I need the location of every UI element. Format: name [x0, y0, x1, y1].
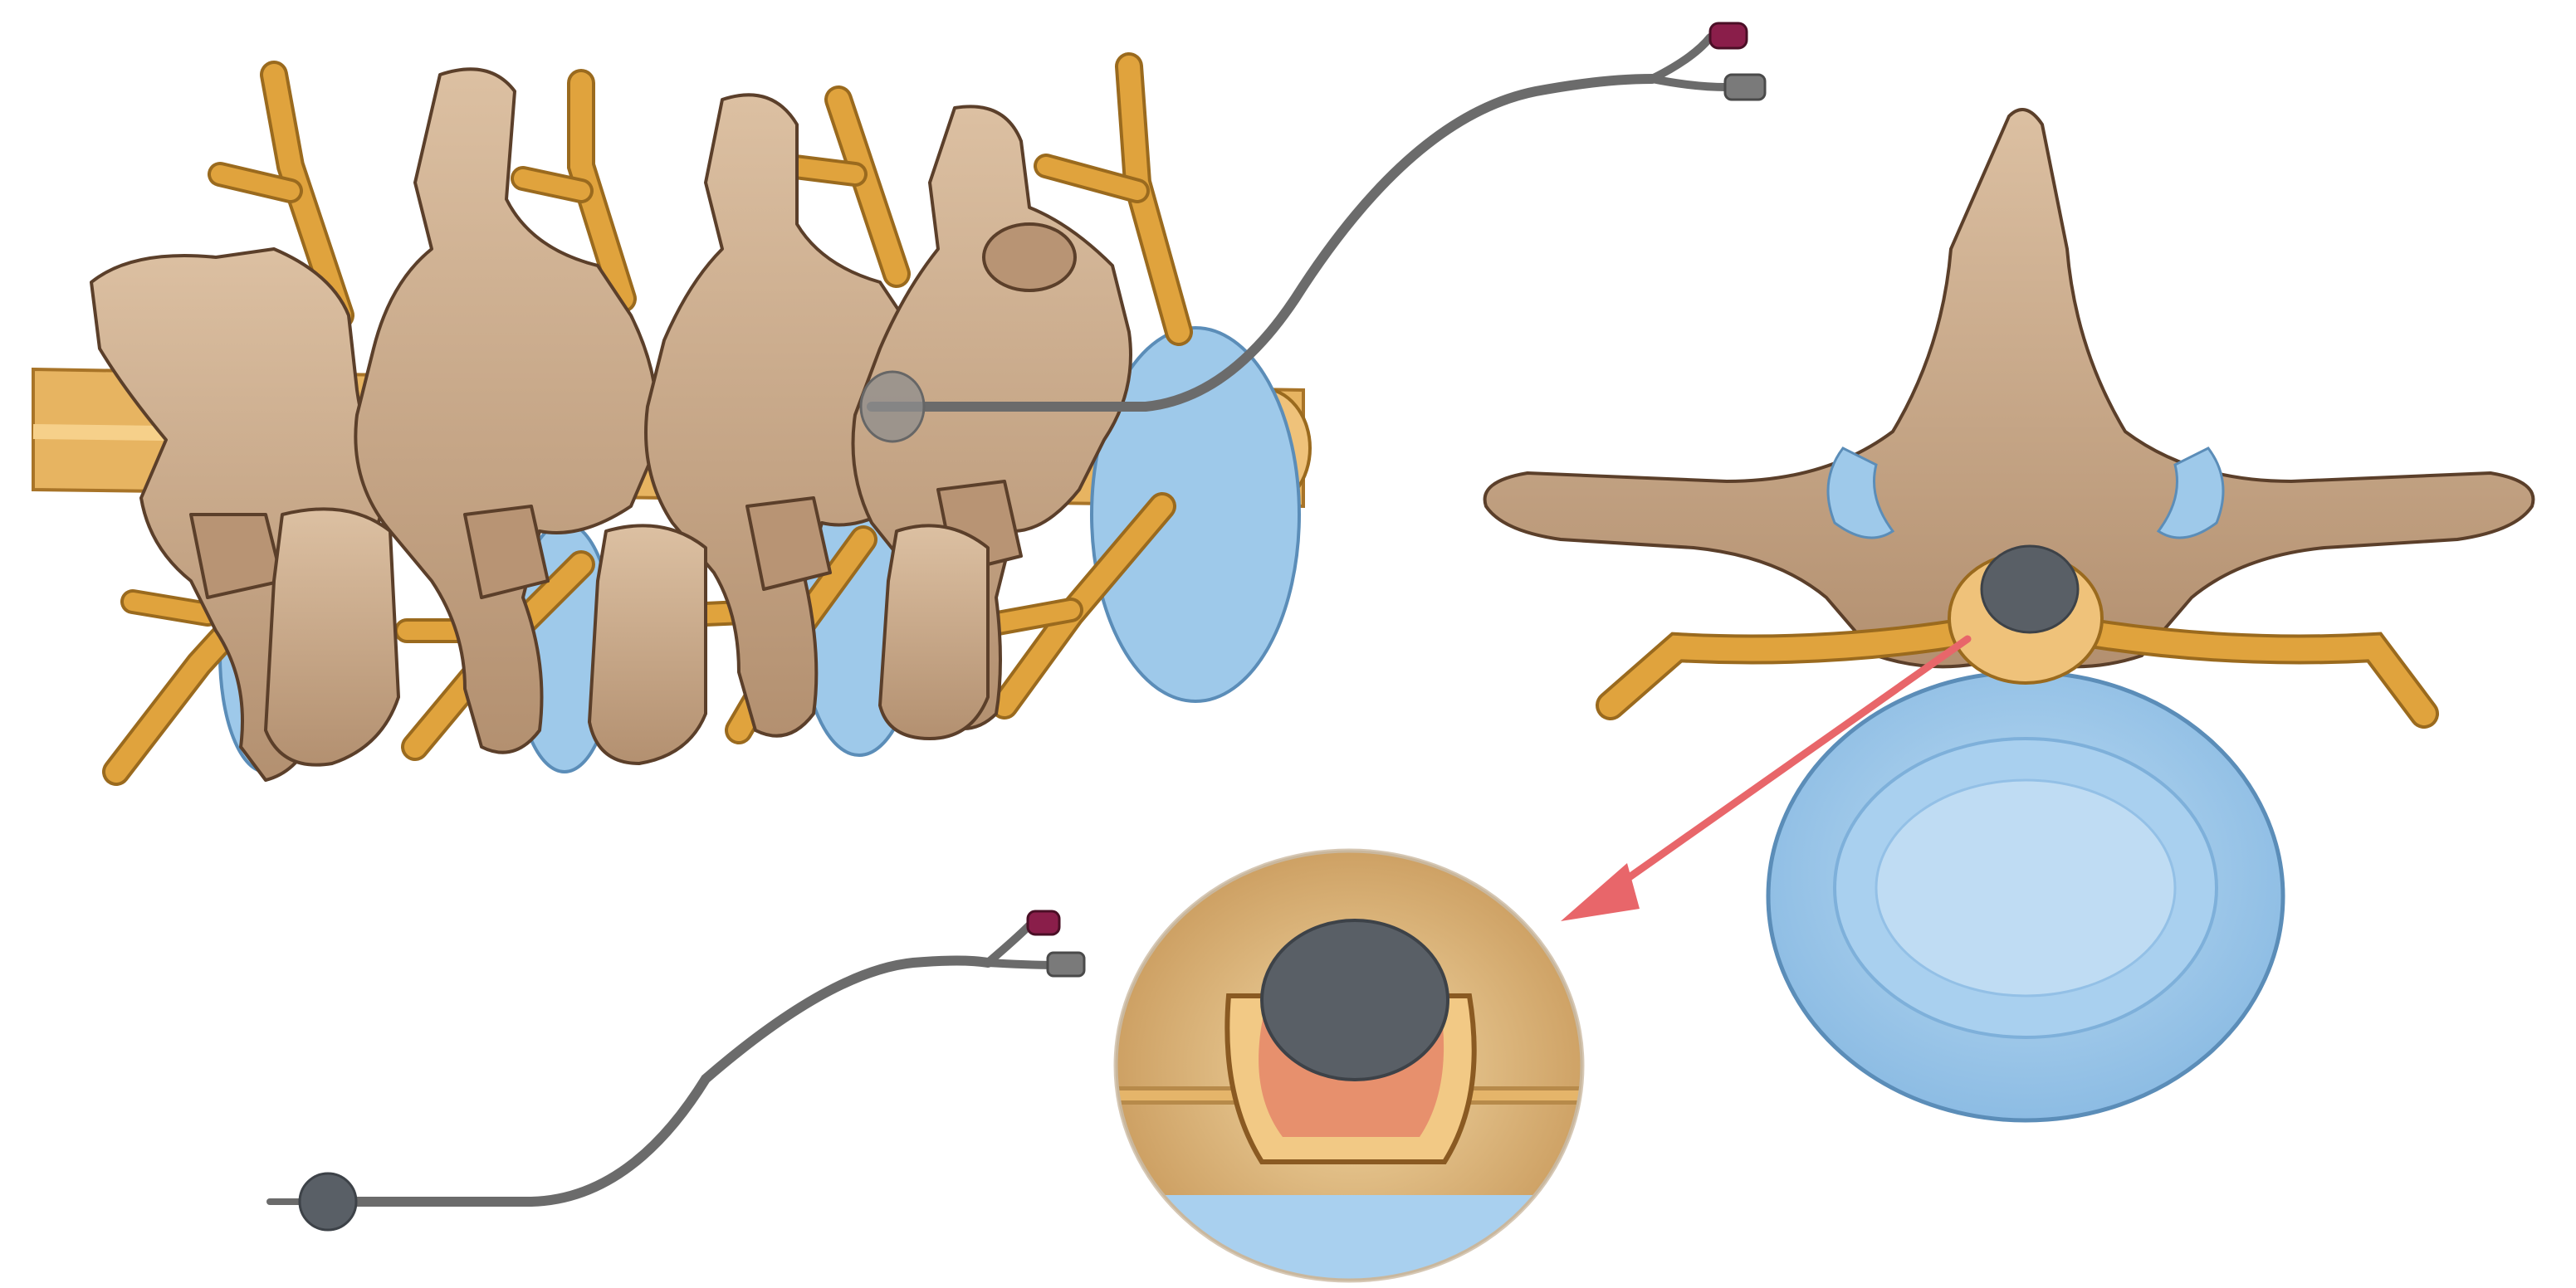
lumbar-spine-lateral-view — [32, 52, 1312, 786]
catheter-port-gray-icon — [1723, 73, 1767, 101]
intervertebral-disc — [1090, 326, 1301, 703]
axial-balloon — [1980, 544, 2080, 634]
vertebra-axial-view — [1483, 108, 2535, 1123]
vertebral-bodies — [264, 507, 990, 767]
catheter-port-gray-icon — [1046, 951, 1086, 978]
facet-cartilage — [1826, 446, 1895, 539]
catheter-balloon-tip-icon — [298, 1172, 358, 1232]
catheter-port-cap-icon — [1708, 22, 1748, 50]
nerve-roots-upper — [208, 52, 1193, 346]
vertebra-2 — [354, 67, 659, 754]
vertebra-3 — [644, 93, 930, 738]
balloon-catheter-inserted — [859, 22, 1767, 443]
inset-balloon — [1260, 919, 1449, 1081]
magnified-spinal-canal-inset — [1113, 848, 1585, 1283]
catheter-balloon — [859, 370, 926, 443]
catheter-port-cap-icon — [1026, 910, 1061, 936]
pointer-arrow — [1561, 635, 1972, 921]
balloon-catheter — [266, 910, 1086, 1232]
